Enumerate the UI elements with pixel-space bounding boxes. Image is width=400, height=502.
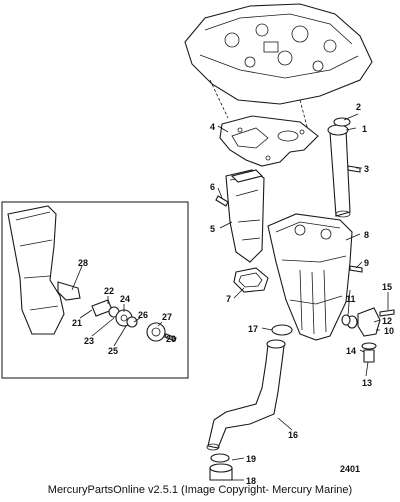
grommet <box>210 453 230 463</box>
callout-15: 15 <box>382 282 392 292</box>
inset-detail-box <box>1 201 189 379</box>
leader-lines <box>71 113 389 481</box>
callout-2: 2 <box>356 102 361 112</box>
callout-28: 28 <box>78 258 88 268</box>
drain-plug <box>361 342 377 363</box>
tube-bolt <box>347 165 361 173</box>
adapter-plate-gasket <box>219 115 319 167</box>
callout-18: 18 <box>246 476 256 486</box>
callout-11: 11 <box>346 294 356 304</box>
callout-6: 6 <box>210 182 215 192</box>
elbow-screw <box>379 309 395 317</box>
tube-o-ring <box>333 117 351 127</box>
callout-29: 29 <box>166 334 176 344</box>
callout-3: 3 <box>364 164 369 174</box>
callout-25: 25 <box>108 346 118 356</box>
callout-14: 14 <box>346 346 356 356</box>
callout-13: 13 <box>362 378 372 388</box>
callout-9: 9 <box>364 258 369 268</box>
engine-block <box>184 3 373 139</box>
callout-24: 24 <box>120 294 130 304</box>
exploded-parts-diagram: 1 2 3 4 5 6 7 8 9 10 11 12 13 14 15 16 1… <box>1 3 395 486</box>
callout-17: 17 <box>248 324 258 334</box>
callout-8: 8 <box>364 230 369 240</box>
water-tube <box>327 124 351 218</box>
exhaust-tube <box>225 169 265 263</box>
callout-7: 7 <box>226 294 231 304</box>
callout-16: 16 <box>288 430 298 440</box>
exhaust-tube-bolt <box>215 195 229 207</box>
callout-19: 19 <box>246 454 256 464</box>
callout-27: 27 <box>162 312 172 322</box>
callout-5: 5 <box>210 224 215 234</box>
water-pipe <box>206 339 286 451</box>
callout-23: 23 <box>84 336 94 346</box>
sleeve <box>209 463 233 481</box>
pipe-seal <box>271 324 293 336</box>
drawing-number: 2401 <box>340 464 360 474</box>
copyright-footer: MercuryPartsOnline v2.5.1 (Image Copyrig… <box>47 484 353 496</box>
callout-4: 4 <box>210 122 215 132</box>
callout-22: 22 <box>104 286 114 296</box>
oil-sump <box>267 213 353 341</box>
callout-12: 12 <box>382 316 392 326</box>
exhaust-seal <box>233 267 269 293</box>
callout-labels: 1 2 3 4 5 6 7 8 9 10 11 12 13 14 15 16 1… <box>72 102 394 486</box>
callout-1: 1 <box>362 124 367 134</box>
callout-21: 21 <box>72 318 82 328</box>
sump-bolt <box>349 265 363 273</box>
callout-26: 26 <box>138 310 148 320</box>
elbow-fitting <box>341 307 381 337</box>
callout-10: 10 <box>384 326 394 336</box>
